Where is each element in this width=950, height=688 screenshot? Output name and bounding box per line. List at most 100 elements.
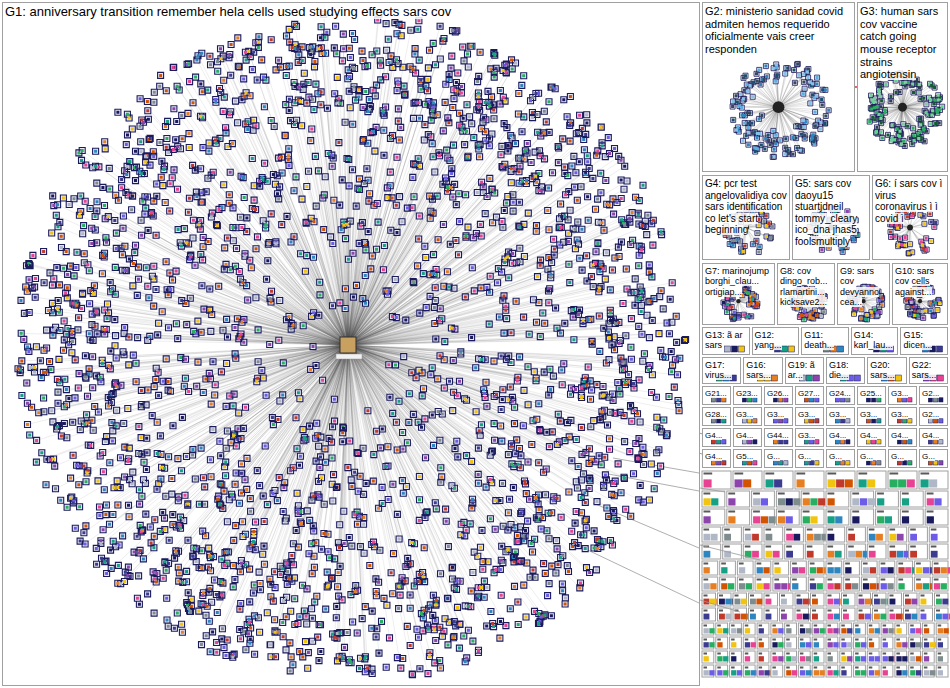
tiny-group-box xyxy=(888,608,902,621)
tiny-group-box xyxy=(826,509,849,525)
vertex-image xyxy=(934,398,938,402)
vertex-images xyxy=(736,63,819,151)
vertex-image xyxy=(897,534,904,541)
vertex-image xyxy=(937,346,943,352)
vertex-image xyxy=(872,419,876,423)
group-label: G27... xyxy=(798,389,820,398)
vertex-image xyxy=(905,567,911,573)
vertex-image xyxy=(806,375,812,381)
vertex-image xyxy=(814,656,819,661)
tiny-group-box xyxy=(749,608,763,621)
vertex-images xyxy=(732,69,827,154)
tiny-group-box xyxy=(867,623,879,635)
group-tag xyxy=(869,639,873,641)
vertex-image xyxy=(888,656,893,661)
group-tag xyxy=(869,667,873,669)
tiny-group-box xyxy=(716,623,728,635)
group-label: G3... xyxy=(860,410,877,419)
vertex-image xyxy=(834,599,840,605)
group-label: G4: pcr test angelovalidiya cov sars ide… xyxy=(705,178,787,235)
group-label: G4... xyxy=(705,452,722,461)
vertex-image xyxy=(841,398,845,402)
group-tag xyxy=(883,625,887,627)
group-label-block: G19: ã ar... xyxy=(786,358,823,382)
vertex-image xyxy=(877,516,884,523)
tiny-group-box xyxy=(757,665,769,677)
group-label-block: G17: virus... xyxy=(703,358,740,382)
vertex-image xyxy=(908,440,912,444)
vertex-image xyxy=(841,419,845,423)
group-label-block: G9: sars cov devyanno cea... xyxy=(838,264,889,308)
group-tag xyxy=(924,625,928,627)
vertex-image xyxy=(852,583,858,589)
group-tag xyxy=(855,639,859,641)
panel-ground xyxy=(3,3,699,685)
tiny-group-box xyxy=(922,651,934,663)
vertex-image xyxy=(847,656,852,661)
vertex-image xyxy=(866,398,870,402)
vertex-images xyxy=(22,29,686,659)
group-tag xyxy=(759,653,763,655)
tiny-group-box xyxy=(861,561,877,575)
group-label: G9: sars cov devyanno cea... xyxy=(840,266,879,307)
group-tag xyxy=(934,563,939,565)
group-tag xyxy=(883,667,887,669)
vertex-image xyxy=(761,516,768,523)
tiny-group-box xyxy=(795,608,809,621)
vertex-image xyxy=(834,567,840,573)
vertex-image xyxy=(725,346,731,352)
vertex-image xyxy=(848,534,855,541)
group-tag xyxy=(869,529,875,531)
tiny-group-box xyxy=(808,577,824,591)
tiny-group-box xyxy=(826,527,845,542)
group-box: G4... xyxy=(826,428,855,447)
group-tag xyxy=(704,625,708,627)
vertex-image xyxy=(778,516,785,523)
vertex-image xyxy=(723,656,728,661)
vertex-image xyxy=(803,599,809,605)
group-tag xyxy=(812,595,816,597)
group-label: G23... xyxy=(736,389,758,398)
vertex-image xyxy=(766,534,773,541)
group-label-block: G27... xyxy=(796,387,823,399)
group-tag xyxy=(934,579,939,581)
vertex-image xyxy=(772,628,777,633)
vertex-image xyxy=(741,599,747,605)
vertex-image xyxy=(931,551,938,558)
group-tag xyxy=(757,579,762,581)
group-label: G22: sars... xyxy=(912,360,937,380)
group-tag xyxy=(803,511,810,513)
tiny-group-box xyxy=(909,637,921,649)
group-tag xyxy=(841,667,845,669)
vertex-image xyxy=(877,419,881,423)
group-tag xyxy=(731,653,735,655)
tiny-group-box xyxy=(764,527,783,542)
group-tag xyxy=(753,493,760,495)
group-box: G14: karl_lau... xyxy=(851,327,899,355)
vertex-image xyxy=(841,440,845,444)
main-group-panel: G1: anniversary transition remember hela… xyxy=(2,2,700,686)
tiny-group-box xyxy=(897,561,913,575)
tiny-group-box xyxy=(826,561,842,575)
vertex-image xyxy=(846,419,850,423)
group-tag xyxy=(828,667,832,669)
tiny-group-box xyxy=(702,471,731,489)
group-tag xyxy=(848,529,854,531)
vertex-image xyxy=(924,642,929,647)
vertex-image xyxy=(942,599,948,605)
vertex-image xyxy=(814,670,819,675)
group-tag xyxy=(869,653,873,655)
group-tag xyxy=(750,595,754,597)
tiny-group-box xyxy=(932,577,948,591)
vertex-image xyxy=(804,440,808,444)
vertex-image xyxy=(711,398,715,402)
group-label-block: G11: death... xyxy=(802,328,848,352)
group-tag xyxy=(774,579,779,581)
tiny-group-box xyxy=(909,544,928,559)
group-illustration xyxy=(3,3,699,685)
vertex-image xyxy=(841,656,846,661)
group-tag xyxy=(924,653,928,655)
vertex-images xyxy=(31,19,673,676)
tiny-group-box xyxy=(879,561,895,575)
vertex-image xyxy=(867,479,875,487)
